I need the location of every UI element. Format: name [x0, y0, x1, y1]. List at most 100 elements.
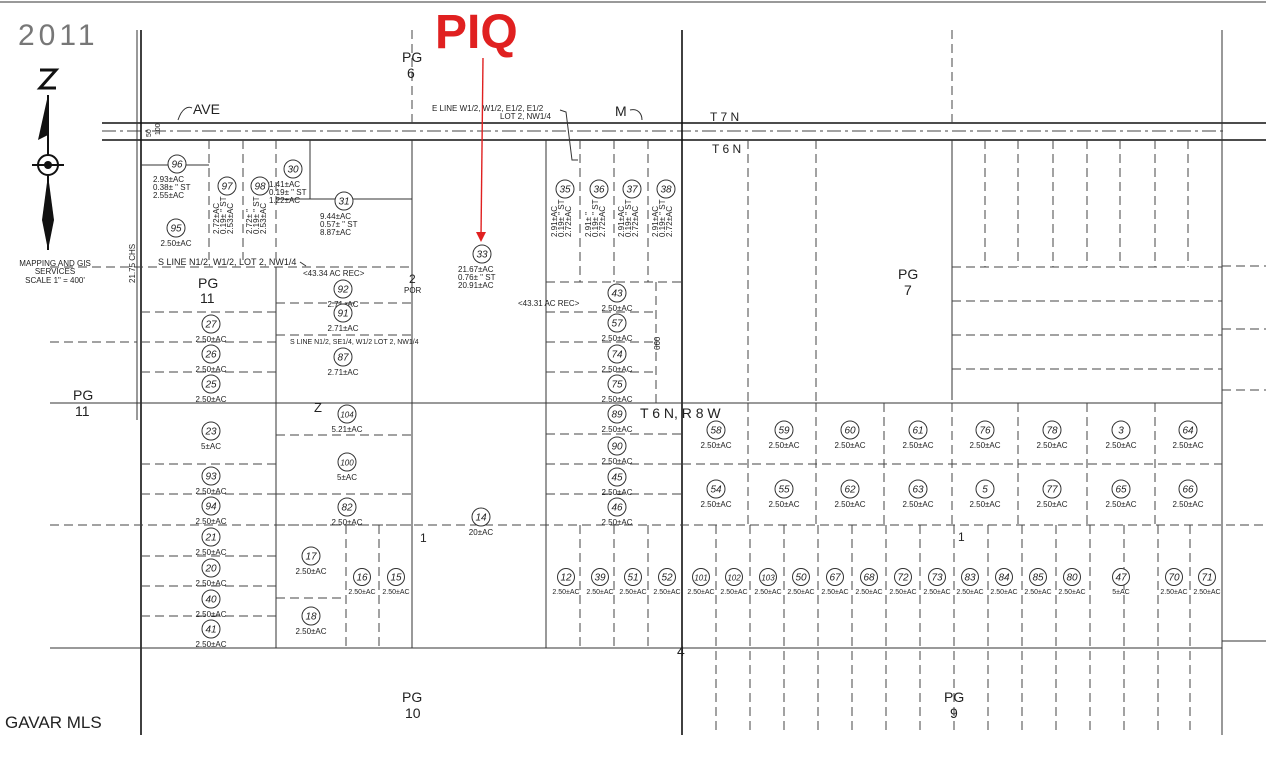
parcel-acreage: 2.50±AC: [195, 640, 226, 649]
parcel-number-circle: [201, 496, 221, 516]
z-mark: Z: [314, 400, 322, 415]
page-ref-num: 11: [75, 403, 90, 419]
section-2-label: 2: [409, 272, 416, 286]
t6n-label: T 6 N: [712, 142, 741, 156]
parcel-number-circle: [725, 568, 743, 586]
parcel-number-circle: [301, 606, 321, 626]
parcel-acreage: 2.50±AC: [552, 589, 579, 596]
parcel-number-circle: [301, 546, 321, 566]
parcel-number: 97: [221, 182, 233, 193]
parcel-acreage: 21.67±AC: [458, 265, 494, 274]
parcel-acreage: 2.50±AC: [601, 304, 632, 313]
parcel-number-circle: [201, 344, 221, 364]
parcel-71: 712.50±AC: [1193, 568, 1221, 596]
parcel-number-circle: [995, 568, 1013, 586]
parcel-number: 40: [205, 595, 217, 606]
parcel-number: 96: [171, 160, 183, 171]
parcel-number-circle: [692, 568, 710, 586]
parcel-number: 25: [204, 380, 217, 391]
parcel-acreage: 2.71±AC: [327, 324, 358, 333]
page-ref-num: 6: [407, 65, 415, 81]
parcel-acreage: 2.50±AC: [195, 335, 226, 344]
parcel-64: 642.50±AC: [1172, 420, 1204, 450]
parcel-97: 972.72±AC0.19± " ST2.53±AC: [212, 176, 237, 234]
parcel-47: 475±AC: [1112, 568, 1130, 596]
parcel-acreage: 2.50±AC: [601, 395, 632, 404]
parcel-acreage: 2.53±AC: [226, 203, 235, 234]
parcel-acreage: 0.19± " ST: [219, 196, 228, 234]
parcel-number-circle: [201, 527, 221, 547]
parcel-acreage: 2.50±AC: [768, 500, 799, 509]
parcel-number: 26: [204, 350, 217, 361]
parcel-acreage: 2.50±AC: [382, 589, 409, 596]
parcel-acreage: 2.72±AC: [598, 206, 607, 237]
parcel-acreage: 0.19± " ST: [658, 199, 667, 237]
parcel-15: 152.50±AC: [382, 568, 410, 596]
parcel-41: 412.50±AC: [195, 619, 227, 649]
e-line-label-1: E LINE W1/2, W1/2, E1/2, E1/2: [432, 104, 544, 113]
parcel-acreage: 2.50±AC: [619, 589, 646, 596]
parcel-number: 17: [305, 552, 317, 563]
parcel-number: 43: [611, 289, 623, 300]
parcel-number-circle: [1165, 568, 1183, 586]
township-range-label: T 6 N, R 8 W: [640, 405, 721, 421]
parcel-46: 462.50±AC: [601, 497, 633, 527]
e-line-label-2: LOT 2, NW1/4: [500, 112, 552, 121]
parcel-number-circle: [337, 497, 357, 517]
parcel-number: 12: [560, 573, 572, 584]
bottom-strip-lines: [579, 525, 1191, 735]
scale-line1: MAPPING AND GIS: [19, 259, 91, 268]
parcel-number-circle: [589, 179, 609, 199]
parcel-number-circle: [1111, 420, 1131, 440]
parcel-number: 18: [305, 612, 317, 623]
parcel-84: 842.50±AC: [990, 568, 1018, 596]
m-curve: [629, 109, 643, 121]
parcel-acreage: 2.50±AC: [969, 441, 1000, 450]
parcel-acreage: 2.55±AC: [153, 191, 184, 200]
parcel-number: 84: [998, 573, 1010, 584]
parcel-number: 45: [611, 473, 623, 484]
dim-100: 100: [155, 123, 162, 135]
parcel-number: 51: [627, 573, 638, 584]
parcel-number: 62: [844, 485, 856, 496]
page-ref-pg: PG: [898, 266, 918, 282]
s-line-leader: [299, 261, 307, 267]
parcel-acreage: 2.50±AC: [1024, 589, 1051, 596]
parcel-acreage: 2.72±AC: [665, 206, 674, 237]
parcel-number-circle: [333, 279, 353, 299]
parcel-21: 212.50±AC: [195, 527, 227, 557]
parcel-acreage: 5±AC: [337, 473, 357, 482]
parcel-acreage: 2.72±AC: [564, 206, 573, 237]
parcel-acreage: 2.72± ": [245, 209, 254, 234]
parcel-number: 63: [912, 485, 924, 496]
piq-arrowhead: [476, 232, 486, 242]
parcel-acreage: 2.50±AC: [923, 589, 950, 596]
dim-50: 50: [146, 129, 153, 137]
parcel-acreage: 2.50±AC: [902, 441, 933, 450]
parcel-number-circle: [607, 283, 627, 303]
parcel-number: 60: [844, 426, 856, 437]
parcel-acreage: 2.50±AC: [653, 589, 680, 596]
parcel-number: 98: [254, 182, 266, 193]
parcel-number: 58: [710, 426, 722, 437]
parcel-layer: 962.93±AC0.38± " ST2.55±AC972.72±AC0.19±…: [153, 154, 1221, 649]
piq-arrow: [480, 57, 484, 238]
parcel-acreage: 0.38± " ST: [153, 183, 191, 192]
parcel-acreage: 2.50±AC: [855, 589, 882, 596]
parcel-number: 21: [204, 533, 216, 544]
section-1-label-b: 1: [958, 530, 965, 544]
t7n-label: T 7 N: [710, 110, 739, 124]
parcel-acreage: 2.50±AC: [700, 441, 731, 450]
parcel-number-circle: [250, 176, 270, 196]
parcel-37: 372.91±AC0.19± " ST2.72±AC: [617, 179, 642, 237]
parcel-number: 70: [1168, 573, 1180, 584]
parcel-acreage: 2.50±AC: [1105, 500, 1136, 509]
parcel-acreage: 2.71±AC: [327, 368, 358, 377]
parcel-acreage: 2.50±AC: [601, 457, 632, 466]
